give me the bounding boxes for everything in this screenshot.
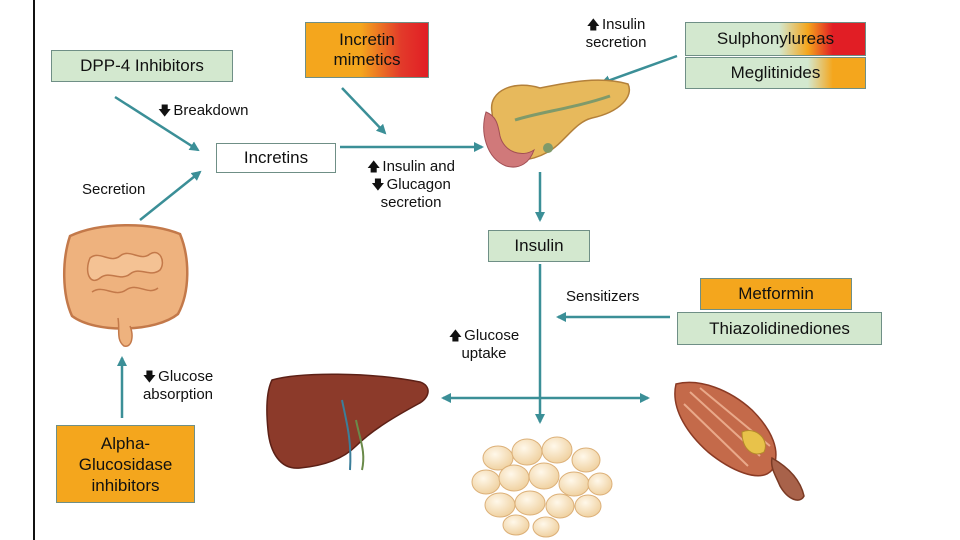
up-arrow-icon: 🡅 (367, 159, 381, 174)
intestine-icon (63, 224, 189, 347)
secretion-label: Secretion (82, 181, 146, 198)
sensitizers-label: Sensitizers (566, 288, 640, 305)
up-arrow-icon: 🡅 (448, 328, 463, 343)
insulin-glucagon-secretion-label: 🡅Insulin and 🡇Glucagon secretion (367, 158, 455, 211)
arrow-dpp4-to-incretins (114, 95, 200, 152)
breakdown-label: 🡇Breakdown (158, 102, 249, 119)
glucose-absorption-label: 🡇Glucose absorption (142, 368, 214, 403)
thiazolidinediones-box: Thiazolidinediones (677, 312, 882, 345)
insulin-secretion-label: 🡅Insulin secretion (585, 16, 647, 51)
incretin-mimetics-box: Incretin mimetics (305, 22, 429, 78)
incretins-box: Incretins (216, 143, 336, 173)
sulphonylureas-box: Sulphonylureas (685, 22, 866, 56)
meglitinides-box: Meglitinides (685, 57, 866, 89)
arrow-sulphonylureas-to-pancreas (600, 54, 678, 85)
metformin-box: Metformin (700, 278, 852, 310)
arrow-intestine-to-incretins (139, 170, 202, 221)
dpp4-inhibitors-box: DPP-4 Inhibitors (51, 50, 233, 82)
down-arrow-icon: 🡇 (158, 103, 172, 118)
down-arrow-icon: 🡇 (371, 177, 385, 192)
up-arrow-icon: 🡅 (586, 17, 600, 32)
arrow-mimetics-to-pancreas (341, 87, 387, 135)
alpha-glucosidase-inhibitors-box: Alpha-Glucosidase inhibitors (56, 425, 195, 503)
left-border-line (33, 0, 35, 540)
down-arrow-icon: 🡇 (142, 369, 157, 384)
muscle-icon (674, 381, 805, 501)
fat-cells-icon (471, 436, 613, 538)
insulin-box: Insulin (488, 230, 590, 262)
liver-icon (266, 373, 429, 471)
pancreas-icon (483, 79, 631, 168)
glucose-uptake-label: 🡅Glucose uptake (448, 327, 520, 362)
